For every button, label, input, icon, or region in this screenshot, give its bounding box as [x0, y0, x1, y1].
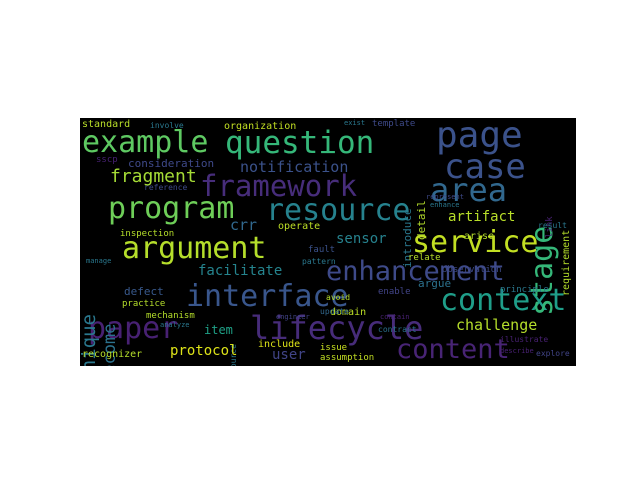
word-consideration: consideration	[128, 157, 215, 170]
word-question: question	[225, 125, 375, 161]
word-interface: interface	[186, 279, 349, 314]
word-organization: organization	[224, 121, 297, 132]
word-context: context	[440, 283, 567, 318]
word-content: content	[396, 334, 510, 365]
word-user: user	[272, 347, 306, 363]
word-protocol: protocol	[170, 343, 238, 359]
word-result: result	[538, 221, 567, 230]
word-example: example	[82, 125, 209, 160]
word-include: include	[258, 339, 301, 350]
word-page: page	[436, 118, 523, 156]
word-reference: reference	[144, 183, 188, 192]
word-practice: practice	[122, 299, 166, 309]
word-analyze: analyze	[160, 321, 190, 329]
word-sscp: sscp	[96, 155, 118, 165]
word-lifecycle: lifecycle	[250, 309, 424, 347]
word-exist: exist	[344, 119, 366, 127]
word-crr: crr	[230, 216, 258, 234]
word-enable: enable	[378, 287, 411, 297]
word-represent: represent	[426, 193, 464, 201]
word-template: template	[372, 119, 416, 129]
word-avoid: avoid	[326, 293, 351, 302]
word-facilitate: facilitate	[198, 263, 283, 279]
word-inspection: inspection	[120, 229, 175, 239]
word-area: area	[430, 171, 508, 209]
word-principle: principle	[500, 285, 549, 295]
word-recognizer: recognizer	[82, 349, 143, 360]
word-fragment: fragment	[110, 166, 197, 187]
word-contract: contract	[378, 325, 417, 334]
word-case: case	[444, 147, 526, 187]
word-update: update	[320, 307, 349, 316]
word-enhancement: enhancement	[326, 256, 505, 287]
word-argue: argue	[418, 277, 452, 290]
word-mechanism: mechanism	[146, 311, 195, 321]
word-operate: operate	[278, 221, 321, 232]
word-engineer: engineer	[276, 313, 310, 321]
word-assumption: assumption	[320, 353, 375, 363]
word-argument: argument	[122, 231, 267, 266]
word-resource: resource	[266, 193, 411, 228]
word-relate: relate	[408, 253, 441, 263]
word-describe: describe	[500, 347, 534, 355]
word-program: program	[108, 191, 235, 226]
word-requirement: requirement	[561, 229, 572, 296]
word-fault: fault	[308, 245, 336, 255]
word-issue: issue	[320, 343, 348, 353]
word-notification: notification	[240, 158, 349, 176]
word-challenge: challenge	[456, 316, 538, 334]
word-illustrate: illustrate	[500, 335, 549, 344]
word-pattern: pattern	[302, 257, 336, 266]
word-item: item	[204, 323, 233, 337]
word-explore: explore	[536, 349, 570, 358]
word-stage: stage	[525, 225, 560, 316]
word-enhance: enhance	[430, 201, 460, 209]
word-standard: standard	[82, 119, 131, 130]
word-domain: domain	[330, 307, 367, 318]
word-framework: framework	[200, 169, 358, 203]
word-paper: paper	[88, 311, 179, 346]
word-artifact: artifact	[448, 209, 516, 225]
word-cloud: page example question case framework are…	[80, 118, 576, 366]
word-arise: arise	[464, 231, 495, 242]
word-service: service	[412, 225, 539, 260]
word-detail: detail	[415, 200, 428, 240]
word-observation: observation	[442, 265, 502, 275]
word-defect: defect	[124, 285, 164, 298]
word-contain: contain	[380, 313, 410, 321]
word-involve: involve	[150, 121, 184, 130]
word-manage: manage	[86, 257, 112, 265]
word-sensor: sensor	[336, 231, 387, 247]
